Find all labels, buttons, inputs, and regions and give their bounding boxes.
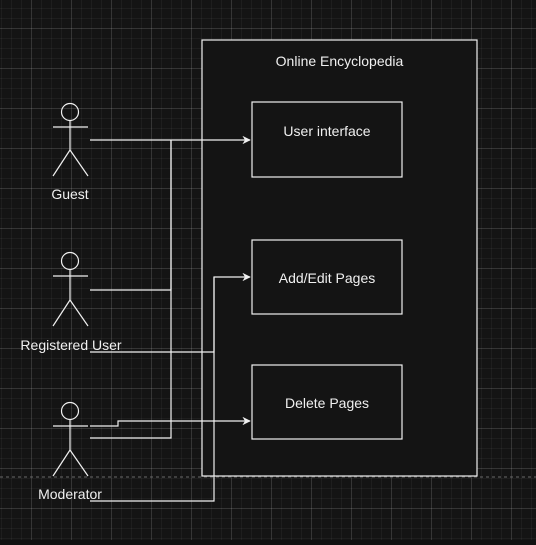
connector-registered-user-user-interface[interactable]	[90, 140, 172, 291]
use-case-user-interface[interactable]: User interface	[251, 101, 403, 178]
actor-registered-user-label: Registered User	[20, 337, 121, 353]
use-case-delete-pages[interactable]: Delete Pages	[251, 364, 403, 440]
use-case-add-edit-pages-label: Add/Edit Pages	[279, 270, 376, 286]
connector-moderator-delete-pages[interactable]	[90, 416, 251, 427]
actor-registered-user-head	[60, 251, 80, 271]
use-case-user-interface-label: User interface	[283, 123, 370, 139]
connector-moderator-user-interface[interactable]	[90, 140, 172, 439]
actor-moderator-head	[60, 401, 80, 421]
connector-moderator-add-edit[interactable]	[90, 277, 215, 502]
use-case-add-edit-pages[interactable]: Add/Edit Pages	[251, 239, 403, 315]
actor-guest-label: Guest	[51, 186, 88, 202]
actor-moderator[interactable]	[52, 401, 89, 477]
actor-moderator-label: Moderator	[38, 486, 102, 502]
actor-guest[interactable]	[52, 102, 89, 177]
system-title: Online Encyclopedia	[276, 53, 404, 69]
use-case-delete-pages-label: Delete Pages	[285, 395, 369, 411]
actor-registered-user[interactable]	[52, 251, 89, 327]
actor-guest-head	[60, 102, 80, 122]
